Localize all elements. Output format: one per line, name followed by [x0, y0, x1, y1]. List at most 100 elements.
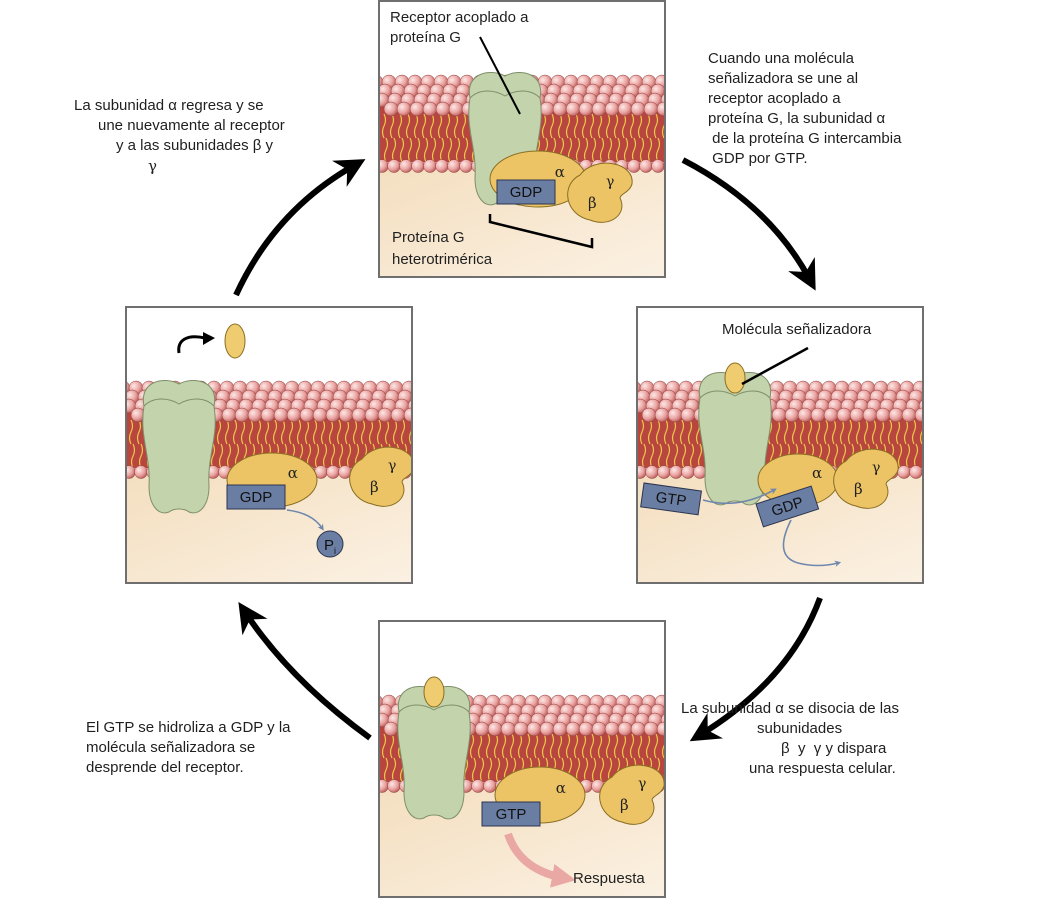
lipid-tail [583, 137, 589, 163]
lipid-tail [655, 137, 661, 163]
lipid-tail [391, 757, 397, 783]
lipid-tail [839, 419, 845, 445]
lipid-tail [679, 419, 685, 445]
lipid-tail [639, 419, 645, 445]
lipid-tail [463, 757, 469, 783]
receptor-top-edge [398, 704, 470, 713]
lipid-tail [905, 443, 911, 469]
lipid-tail [232, 419, 238, 445]
alpha-symbol: α [288, 464, 298, 482]
lipid-head [500, 721, 516, 737]
lipid-head [771, 407, 787, 423]
lipid-head [921, 395, 922, 399]
beta-gamma-shape [833, 448, 899, 509]
lipid-head [459, 159, 473, 173]
lipid-tail [423, 137, 429, 163]
lipid-tail [525, 733, 531, 759]
label-gprotein-line1: Proteína G [392, 229, 465, 246]
receptor [698, 362, 772, 506]
lipid-tail [407, 137, 413, 163]
lipid-head [591, 721, 607, 737]
lipid-tail [413, 113, 419, 139]
caption-line: β y γ y dispara [781, 740, 887, 757]
lipid-tail [599, 757, 605, 783]
lipid-tail [621, 113, 627, 139]
lipid-head [921, 468, 922, 476]
caption-line: de la proteína G intercambia [708, 130, 902, 147]
lipid-tail [399, 137, 405, 163]
lipid-head [399, 159, 413, 173]
lipid-head [387, 159, 401, 173]
lipid-tail [304, 419, 310, 445]
gtp-badge: GTP [481, 801, 541, 827]
lipid-tail [823, 419, 829, 445]
lipid-tail [631, 137, 637, 163]
lipid-tail [621, 733, 627, 759]
lipid-head [299, 407, 315, 423]
signal-pointer [741, 346, 809, 386]
lipid-tail [461, 113, 467, 139]
lipid-tail [447, 137, 453, 163]
lipid-head [639, 159, 653, 173]
lipid-tail [439, 137, 445, 163]
lipid-head [914, 407, 922, 423]
lipid-tail [855, 419, 861, 445]
lipid-tail [645, 733, 651, 759]
lipid-tail [657, 443, 663, 469]
lipid-tail [264, 419, 270, 445]
lipid-tail [879, 419, 885, 445]
lipid-tail [663, 774, 664, 778]
lipid-tail [453, 113, 459, 139]
beta-gamma-subunit: γβ [599, 764, 664, 825]
release-arrow [177, 335, 206, 354]
arrow-bottom-left [238, 601, 372, 741]
lipid-head [383, 101, 399, 117]
lipid-tail [655, 419, 661, 445]
lipid-tail [471, 757, 477, 783]
gdp-out-arrow [782, 519, 842, 567]
lipid-head [539, 721, 555, 737]
lipid-tail [549, 733, 555, 759]
caption-line: desprende del receptor. [86, 759, 244, 776]
lipid-tail [605, 113, 611, 139]
lipid-head [552, 721, 568, 737]
lipid-tail [573, 113, 579, 139]
lipid-head [422, 101, 438, 117]
signal-molecule [224, 323, 246, 359]
arrow-top-right [681, 157, 816, 291]
lipid-tail [240, 419, 246, 445]
caption-line: El GTP se hidroliza a GDP y la [86, 719, 291, 736]
caption-top-right: Cuando una molécula señalizadora se une … [708, 49, 901, 169]
lipid-tail [661, 734, 664, 759]
lipid-tail [415, 137, 421, 163]
lipid-tail [128, 419, 134, 445]
lipid-head [474, 721, 490, 737]
lipid-tail [557, 113, 563, 139]
gtp-badge-label: GTP [655, 489, 688, 510]
lipid-tail [583, 757, 589, 783]
lipid-tail [541, 113, 547, 139]
lipid-head [784, 407, 800, 423]
caption-bottom-left: El GTP se hidroliza a GDP y la molécula … [86, 718, 291, 778]
lipid-tail [344, 419, 350, 445]
lipid-head [643, 101, 659, 117]
lipid-head [134, 465, 148, 479]
beta-gamma-shape [599, 764, 664, 825]
lipid-tail [581, 733, 587, 759]
alpha-symbol: α [812, 464, 822, 482]
lipid-tail [136, 419, 142, 445]
lipid-tail [607, 137, 613, 163]
lipid-tail [639, 137, 645, 163]
caption-line: GDP por GTP. [708, 150, 808, 167]
receptor-top-edge [699, 390, 771, 399]
lipid-tail [649, 443, 655, 469]
caption-line: subunidades [757, 720, 843, 737]
lipid-head [539, 101, 555, 117]
lipid-tail [330, 443, 336, 469]
lipid-head [565, 721, 581, 737]
gtp-badge-box [640, 482, 703, 516]
receptor [397, 676, 471, 820]
lipid-tail [791, 419, 797, 445]
